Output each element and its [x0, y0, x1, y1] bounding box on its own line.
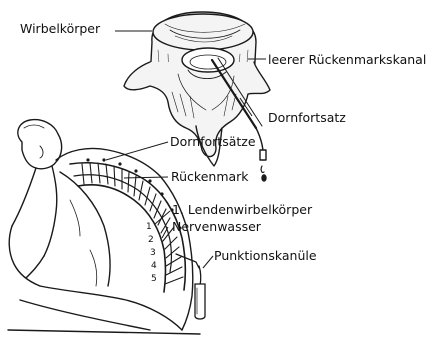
label-spinous-process: Dornfortsatz — [268, 110, 346, 125]
head — [18, 120, 62, 169]
label-puncture-needle: Punktionskanüle — [214, 248, 317, 263]
spine-outer — [70, 163, 185, 290]
vertebra-number-5: 5 — [151, 274, 157, 284]
vertebra-illustration — [124, 12, 270, 181]
label-empty-spinal-canal: leerer Rückenmarkskanal — [268, 52, 426, 67]
spinal-canal — [182, 48, 234, 72]
label-vertebral-body: Wirbelkörper — [20, 21, 100, 36]
vertebra-number-4: 4 — [151, 261, 157, 271]
label-spinal-cord: Rückenmark — [171, 169, 249, 184]
spinal-column — [70, 158, 185, 292]
vertebrae-ticks — [82, 163, 183, 284]
vertebra-number-1: 1 — [146, 222, 152, 232]
label-first-lumbar-vertebra: 1. Lendenwirbelkörper — [172, 202, 312, 217]
vertebra-number-2: 2 — [148, 235, 154, 245]
label-cerebrospinal-fluid: Nervenwasser — [172, 219, 261, 234]
label-spinous-processes: Dornfortsätze — [170, 134, 256, 149]
collection-tube — [195, 284, 205, 319]
needle-patient — [176, 254, 205, 319]
vertebra-number-3: 3 — [150, 248, 156, 258]
